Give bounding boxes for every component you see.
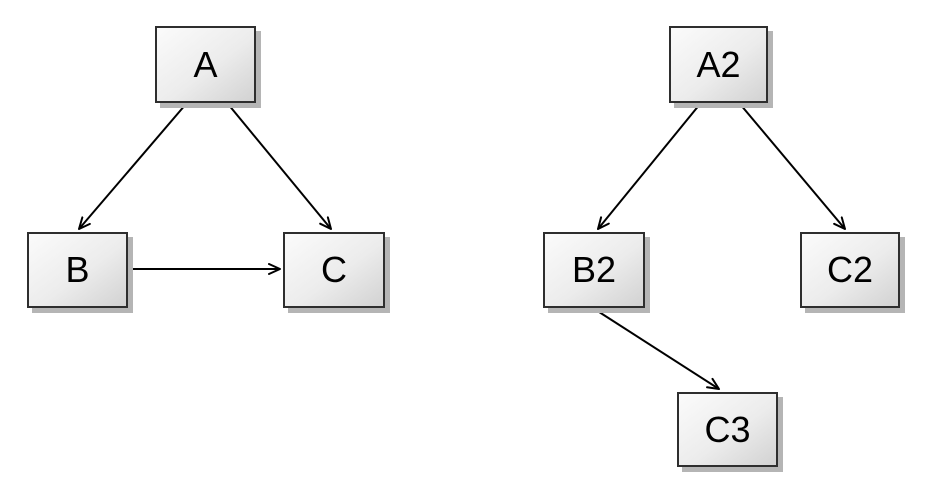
node-label-C2: C2 [826,249,874,290]
node-label-B: B [65,249,90,290]
edge-A2-C2[interactable] [739,103,846,230]
node-C[interactable]: C [283,232,385,308]
node-B2[interactable]: B2 [543,232,645,308]
node-label-C3: C3 [704,408,751,450]
node-C2[interactable]: C2 [800,232,900,308]
node-A2[interactable]: A2 [669,26,768,103]
node-label-A2: A2 [696,43,741,85]
edges-group [78,103,846,390]
node-A[interactable]: A [155,26,256,103]
node-label-C: C [321,249,347,290]
node-label-B2: B2 [571,249,617,290]
edge-B2-C3[interactable] [595,309,720,390]
node-C3[interactable]: C3 [677,392,778,467]
node-label-A: A [193,43,218,85]
node-B[interactable]: B [27,232,128,308]
edge-A-C[interactable] [227,103,332,230]
edge-A2-B2[interactable] [597,103,701,230]
edge-A-B[interactable] [78,103,187,230]
